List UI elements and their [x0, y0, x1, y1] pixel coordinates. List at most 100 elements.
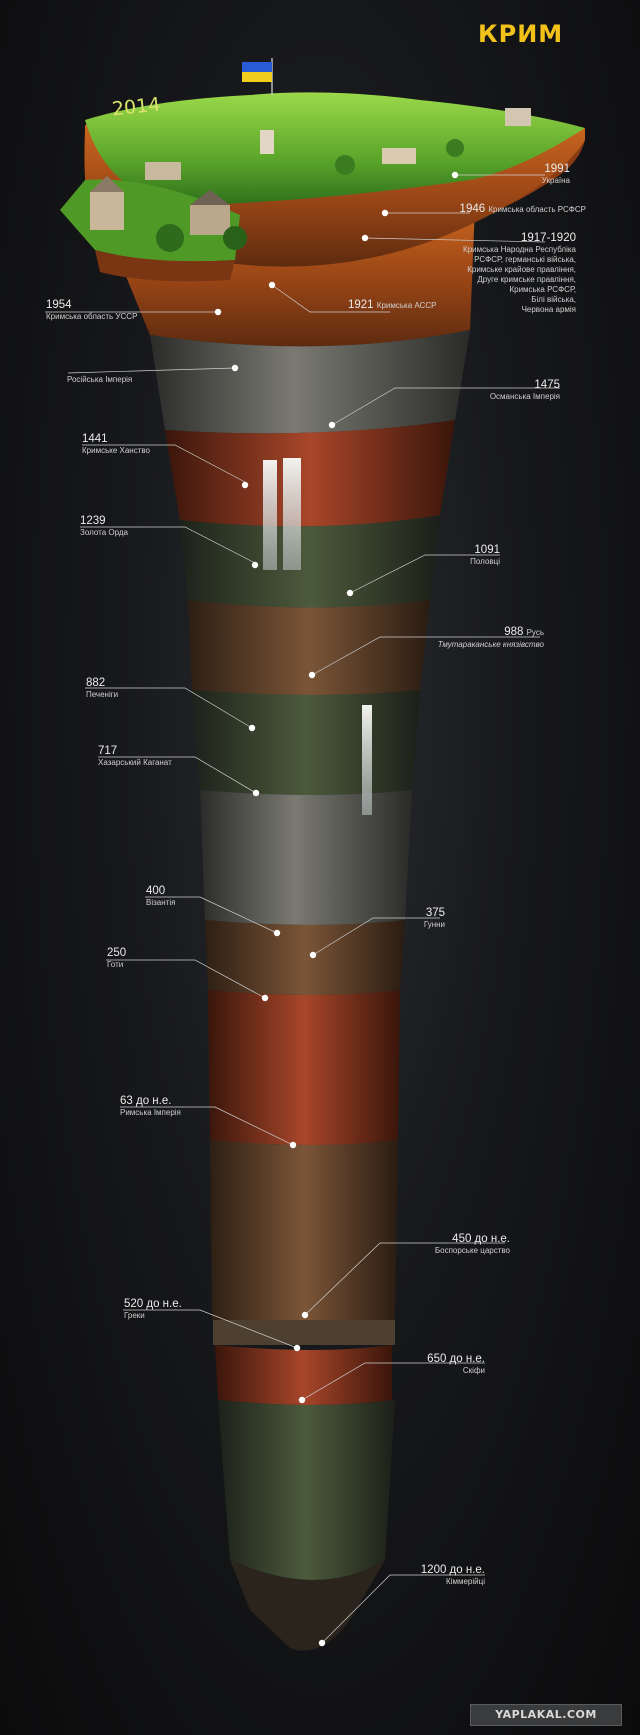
leader-1917: [364, 237, 546, 243]
tree-icon: [223, 226, 247, 250]
dot-1991: [451, 171, 459, 179]
waterfall-icon: [263, 460, 277, 570]
layer-soil-upper: [105, 205, 475, 347]
event-label: Кіммерійці: [446, 1577, 485, 1586]
event-250: 250 Готи: [107, 946, 197, 970]
layer-moss-base: [218, 1400, 395, 1580]
watermark: YAPLAKAL.COM: [470, 1704, 622, 1726]
event-375: 375 Гунни: [385, 906, 445, 930]
tree-icon: [335, 155, 355, 175]
leader-450: [304, 1242, 505, 1316]
leader-dots: [214, 171, 459, 1647]
dot-1917: [361, 234, 369, 242]
castle-icon: [190, 190, 230, 205]
waterfall-icon: [283, 458, 301, 570]
castle-icon: [90, 176, 124, 192]
event-1091: 1091 Половці: [400, 543, 500, 567]
dot-1200: [318, 1639, 326, 1647]
leader-882: [85, 687, 253, 729]
event-year: 1991: [544, 163, 570, 175]
dot-1946: [381, 209, 389, 217]
event-year: 1441: [82, 433, 108, 445]
event-label: Хазарський Каганат: [98, 758, 172, 767]
event-988: 988 Русь Тмутараканське князівство: [410, 625, 544, 650]
event-year: 1917-1920: [521, 232, 576, 244]
dot-1441: [241, 481, 249, 489]
event-label: Кримська Народна Республіка РСФСР, герма…: [463, 245, 576, 314]
castle-icon: [190, 205, 230, 235]
dot-1475: [328, 421, 336, 429]
tree-icon: [446, 139, 464, 157]
dot-1091: [346, 589, 354, 597]
event-year: 375: [425, 907, 445, 919]
leader-63: [120, 1106, 294, 1146]
leader-1475: [331, 387, 560, 426]
rock-column: [105, 205, 475, 1651]
dot-1921: [268, 281, 276, 289]
castle-icon: [145, 162, 181, 180]
event-label: Печеніги: [86, 690, 119, 699]
dot-882: [248, 724, 256, 732]
tree-icon: [156, 224, 184, 252]
layer-red-cliff: [165, 420, 455, 527]
event-year-inline: 1946 Кримська область РСФСР: [410, 202, 586, 217]
event-year: 63 до н.е.: [120, 1095, 172, 1107]
leader-988: [311, 636, 540, 676]
layer-gray-2: [200, 790, 412, 925]
event-label: Османська Імперія: [489, 392, 560, 401]
leader-650: [301, 1362, 485, 1401]
layer-gray-cliff: [150, 330, 470, 434]
event-year: 988: [504, 626, 524, 638]
event-1946: 1946 Кримська область РСФСР: [410, 202, 586, 217]
event-year: 1946: [459, 203, 486, 215]
event-year: 400: [146, 885, 166, 897]
event-year: 1200 до н.е.: [420, 1564, 485, 1576]
event-label: Візантія: [146, 898, 176, 907]
event-year: 250: [107, 947, 127, 959]
event-label: Гунни: [423, 920, 445, 929]
event-label: Кримська область УССР: [46, 312, 138, 321]
castle-icon: [382, 148, 416, 164]
leader-520: [123, 1309, 298, 1349]
dot-ri: [231, 364, 239, 372]
dot-1239: [251, 561, 259, 569]
event-400: 400 Візантія: [146, 884, 246, 908]
leader-717: [98, 756, 257, 794]
event-year-inline: 1921 Кримська АССР: [348, 298, 478, 313]
castle-icon: [260, 130, 274, 154]
event-450-bc: 450 до н.е. Боспорське царство: [400, 1232, 510, 1256]
layer-brown-2: [205, 920, 405, 995]
event-year: 520 до н.е.: [124, 1298, 182, 1310]
event-year: 882: [86, 677, 106, 689]
event-1917-1920: 1917-1920 Кримська Народна Республіка РС…: [440, 231, 576, 315]
castle-icon: [90, 192, 124, 230]
gap-band: [213, 1320, 395, 1345]
castle-icon: [505, 108, 531, 126]
leader-1441: [82, 444, 246, 483]
layer-brown-1: [188, 600, 430, 695]
event-year: 450 до н.е.: [452, 1233, 510, 1245]
island-left-plateau-soil: [95, 250, 235, 282]
dot-717: [252, 789, 260, 797]
leader-375: [312, 917, 440, 956]
event-year: 1239: [80, 515, 106, 527]
leader-lines: [45, 174, 560, 1644]
event-label: Готи: [107, 960, 124, 969]
dot-520: [293, 1344, 301, 1352]
event-63-bc: 63 до н.е. Римська Імперія: [120, 1094, 240, 1118]
dot-400: [273, 929, 281, 937]
event-label: Римська Імперія: [120, 1108, 181, 1117]
event-year: 1921: [348, 299, 374, 311]
event-1954: 1954 Кримська область УССР: [46, 298, 196, 322]
leader-250: [106, 959, 266, 999]
event-650-bc: 650 до н.е. Скіфи: [380, 1352, 485, 1376]
event-label: Половці: [470, 557, 500, 566]
event-label: Кримська область РСФСР: [488, 205, 586, 214]
layer-grass-ledge: [192, 690, 420, 795]
event-717: 717 Хазарський Каганат: [98, 744, 218, 768]
dot-1954: [214, 308, 222, 316]
layer-red-3: [215, 1345, 392, 1405]
event-year-inline: 988 Русь: [410, 625, 544, 640]
event-label: Скіфи: [462, 1366, 485, 1375]
